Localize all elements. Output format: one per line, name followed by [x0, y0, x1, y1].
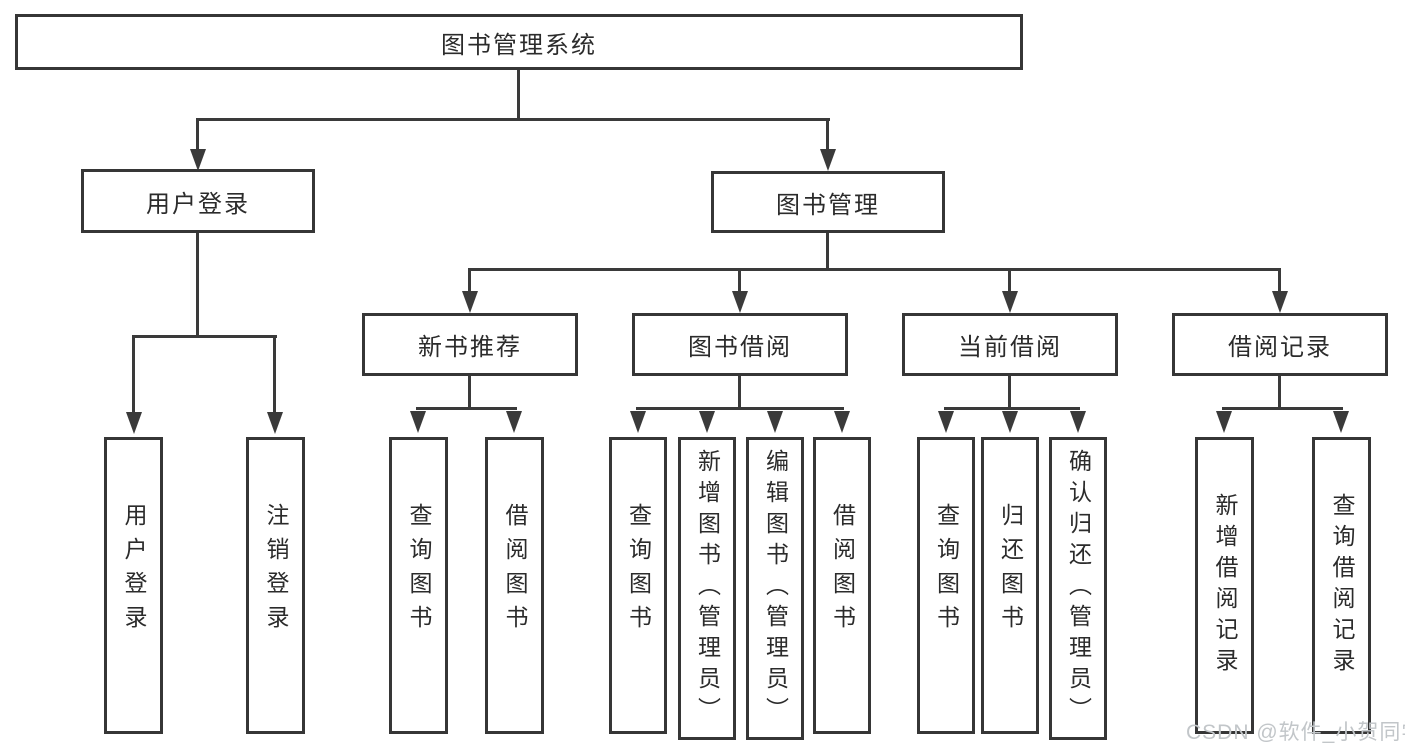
- leaf-label: 借阅图书: [829, 502, 856, 639]
- arrowhead-down-icon: [126, 412, 142, 434]
- node-user-login: 用户登录: [81, 169, 315, 233]
- leaf-label: 借阅图书: [502, 502, 528, 639]
- connector-hline: [1222, 407, 1343, 410]
- arrowhead-down-icon: [699, 411, 715, 433]
- leaf-user-login: 用户登录: [104, 437, 163, 734]
- node-label: 借阅记录: [1228, 334, 1332, 361]
- arrowhead-down-icon: [820, 149, 836, 171]
- leaf-label: 查询图书: [933, 502, 960, 639]
- connector-vline: [738, 376, 741, 407]
- leaf-label: 归还图书: [997, 502, 1024, 639]
- connector-vline: [1278, 271, 1281, 292]
- arrowhead-down-icon: [506, 411, 522, 433]
- arrowhead-down-icon: [1333, 411, 1349, 433]
- connector-vline: [273, 338, 276, 412]
- leaf-query-books: 查询图书: [389, 437, 448, 734]
- connector-hline: [132, 335, 277, 338]
- leaf-label: 编辑图书（管理员）: [762, 449, 789, 728]
- connector-vline: [517, 70, 520, 118]
- node-book-management: 图书管理: [711, 171, 945, 233]
- node-label: 用户登录: [146, 190, 250, 218]
- leaf-label: 用户登录: [121, 502, 147, 639]
- arrowhead-down-icon: [267, 412, 283, 434]
- leaf-logout: 注销登录: [246, 437, 305, 734]
- leaf-borrow-books: 借阅图书: [813, 437, 871, 734]
- connector-vline: [738, 271, 741, 292]
- node-current-borrowing: 当前借阅: [902, 313, 1118, 376]
- leaf-add-borrow-record: 新增借阅记录: [1195, 437, 1254, 734]
- connector-vline: [196, 121, 199, 150]
- node-new-book-recommend: 新书推荐: [362, 313, 578, 376]
- leaf-edit-books-admin: 编辑图书（管理员）: [746, 437, 804, 740]
- node-book-borrowing: 图书借阅: [632, 313, 848, 376]
- arrowhead-down-icon: [732, 291, 748, 313]
- connector-hline: [944, 407, 1080, 410]
- node-borrowing-records: 借阅记录: [1172, 313, 1388, 376]
- connector-vline: [826, 121, 829, 150]
- leaf-borrow-books: 借阅图书: [485, 437, 544, 734]
- leaf-return-books: 归还图书: [981, 437, 1039, 734]
- leaf-label: 确认归还（管理员）: [1065, 449, 1092, 728]
- leaf-query-books: 查询图书: [917, 437, 975, 734]
- connector-vline: [1008, 271, 1011, 292]
- leaf-confirm-return-admin: 确认归还（管理员）: [1049, 437, 1107, 740]
- arrowhead-down-icon: [767, 411, 783, 433]
- connector-vline: [196, 233, 199, 335]
- node-label: 图书借阅: [688, 334, 792, 361]
- connector-vline: [132, 338, 135, 412]
- leaf-label: 新增借阅记录: [1212, 492, 1238, 679]
- node-label: 新书推荐: [418, 334, 522, 361]
- leaf-label: 查询图书: [625, 502, 652, 639]
- node-label: 图书管理系统: [441, 31, 597, 59]
- leaf-label: 新增图书（管理员）: [694, 449, 721, 728]
- arrowhead-down-icon: [410, 411, 426, 433]
- connector-hline: [416, 407, 517, 410]
- leaf-label: 查询借阅记录: [1329, 492, 1355, 679]
- connector-hline: [636, 407, 844, 410]
- connector-vline: [1008, 376, 1011, 407]
- watermark: CSDN @软件_小贺同学: [1186, 721, 1405, 744]
- arrowhead-down-icon: [630, 411, 646, 433]
- arrowhead-down-icon: [1272, 291, 1288, 313]
- connector-hline: [468, 268, 1281, 271]
- leaf-label: 注销登录: [263, 502, 289, 639]
- node-label: 当前借阅: [958, 334, 1062, 361]
- connector-hline: [196, 118, 830, 121]
- leaf-add-books-admin: 新增图书（管理员）: [678, 437, 736, 740]
- arrowhead-down-icon: [1216, 411, 1232, 433]
- arrowhead-down-icon: [834, 411, 850, 433]
- arrowhead-down-icon: [938, 411, 954, 433]
- arrowhead-down-icon: [190, 149, 206, 171]
- leaf-query-books: 查询图书: [609, 437, 667, 734]
- node-library-management-system: 图书管理系统: [15, 14, 1023, 70]
- node-label: 图书管理: [776, 191, 880, 219]
- connector-vline: [468, 271, 471, 292]
- leaf-query-borrow-record: 查询借阅记录: [1312, 437, 1371, 734]
- arrowhead-down-icon: [1070, 411, 1086, 433]
- arrowhead-down-icon: [1002, 411, 1018, 433]
- connector-vline: [1278, 376, 1281, 407]
- arrowhead-down-icon: [462, 291, 478, 313]
- leaf-label: 查询图书: [406, 502, 432, 639]
- arrowhead-down-icon: [1002, 291, 1018, 313]
- connector-vline: [468, 376, 471, 407]
- connector-vline: [826, 233, 829, 268]
